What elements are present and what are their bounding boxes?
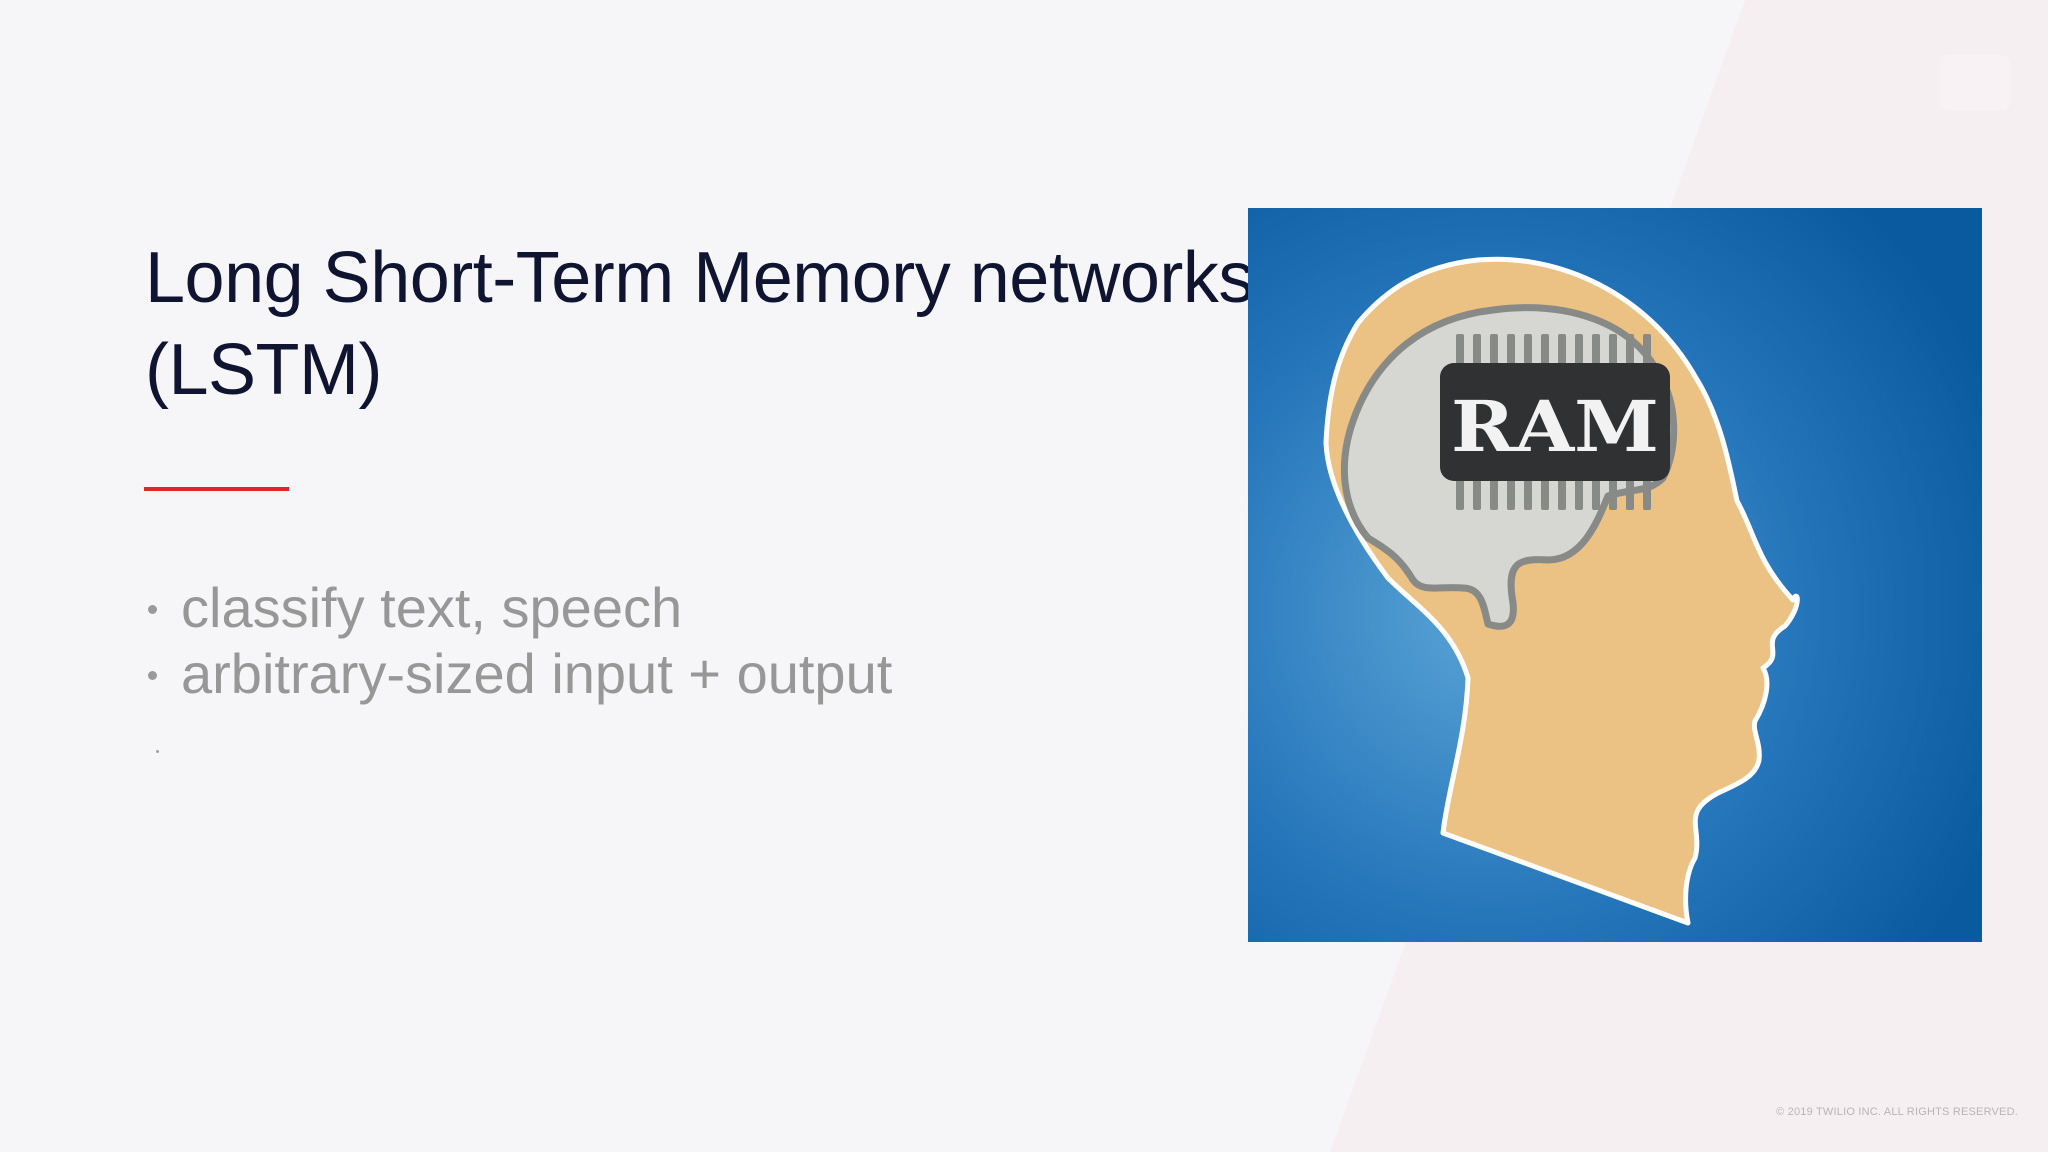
stray-dot (156, 750, 159, 753)
bullet-item: arbitrary-sized input + output (145, 641, 892, 707)
ram-chip (1440, 363, 1670, 481)
slide-title-line-1: Long Short-Term Memory networks (145, 238, 1254, 318)
head-with-ram-chip-icon: RAM (1248, 208, 1982, 942)
bullet-dot-icon (148, 671, 157, 680)
bullet-list: classify text, speech arbitrary-sized in… (145, 575, 892, 707)
slide-title: Long Short-Term Memory networks (LSTM) (145, 232, 1275, 416)
bullet-text: arbitrary-sized input + output (181, 642, 893, 705)
bullet-item: classify text, speech (145, 575, 892, 641)
bullet-text: classify text, speech (181, 576, 683, 639)
bullet-dot-icon (148, 605, 157, 614)
chip-pins (1456, 334, 1651, 510)
ram-chip-label: RAM (1451, 385, 1659, 468)
copyright-notice: © 2019 TWILIO INC. ALL RIGHTS RESERVED. (1776, 1106, 2018, 1118)
title-accent-rule (144, 487, 289, 491)
slide-title-line-2: (LSTM) (145, 330, 382, 410)
